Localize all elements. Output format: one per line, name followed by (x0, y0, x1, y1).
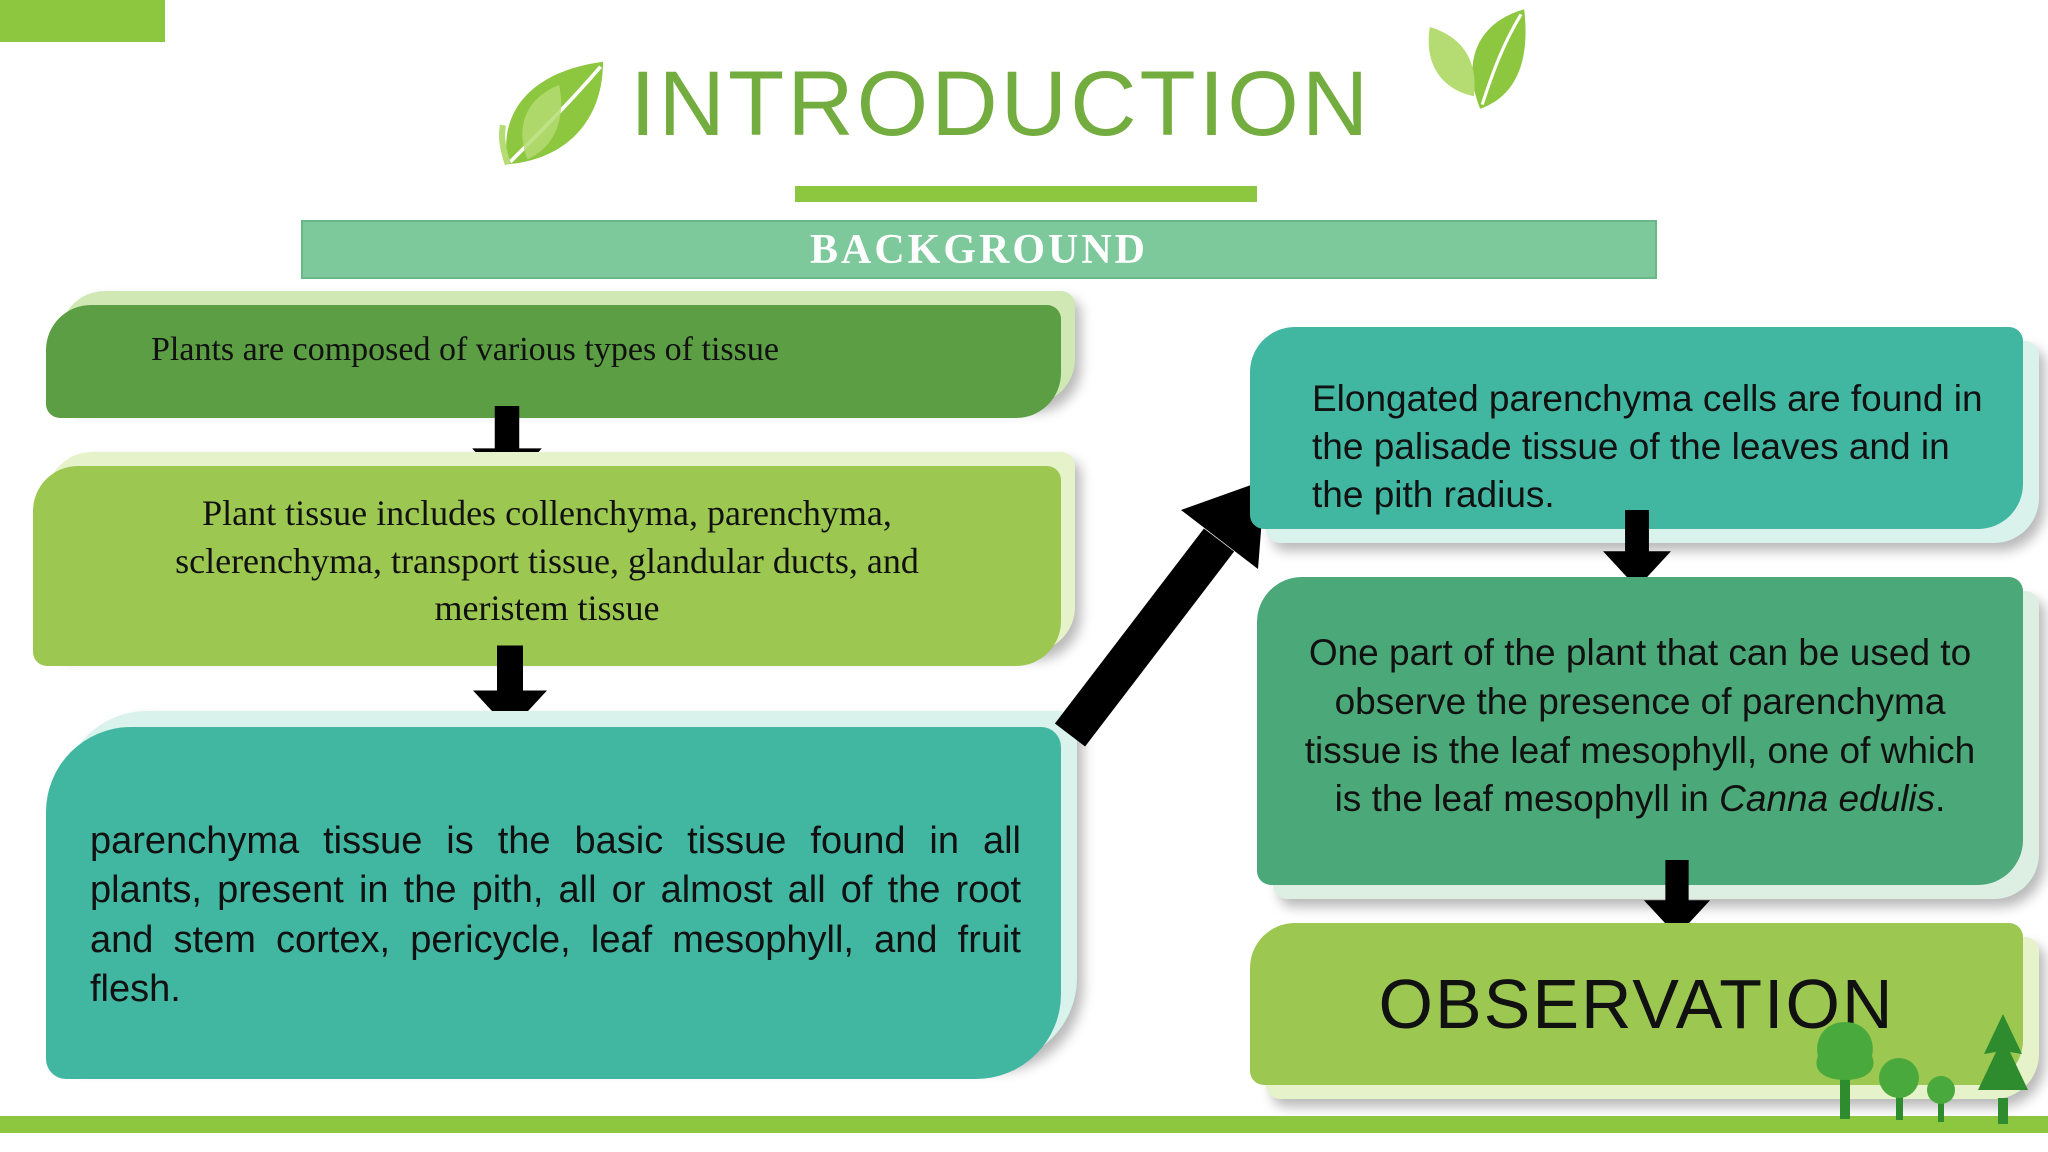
box-face: Plant tissue includes collenchyma, paren… (33, 466, 1061, 666)
flow-box-leaf-mesophyll-text: One part of the plant that can be used t… (1287, 629, 1993, 824)
page-title: INTRODUCTION (630, 53, 1372, 155)
leaf-icon (498, 61, 604, 166)
flow-box-parenchyma: parenchyma tissue is the basic tissue fo… (46, 711, 1077, 1079)
flow-box-tissue-list: Plant tissue includes collenchyma, paren… (33, 452, 1075, 666)
box-face: Plants are composed of various types of … (46, 305, 1061, 418)
flow-box-tissue-list-text: Plant tissue includes collenchyma, paren… (175, 493, 919, 629)
diagonal-arrow-icon (1054, 480, 1265, 747)
title-underline (795, 186, 1257, 202)
corner-accent-bar (0, 0, 165, 42)
flow-box-elongated-cells: Elongated parenchyma cells are found in … (1250, 327, 2039, 543)
down-arrow-icon (473, 645, 547, 731)
flow-box-elongated-cells-text: Elongated parenchyma cells are found in … (1312, 378, 1983, 516)
observation-label: OBSERVATION (1378, 965, 1895, 1043)
double-leaf-icon (1428, 9, 1526, 109)
box-face: OBSERVATION (1250, 923, 2023, 1085)
flow-box-leaf-mesophyll: One part of the plant that can be used t… (1257, 577, 2039, 899)
background-banner: BACKGROUND (301, 220, 1657, 279)
flow-box-tissue-types-text: Plants are composed of various types of … (151, 331, 779, 368)
flow-box-parenchyma-text: parenchyma tissue is the basic tissue fo… (90, 820, 1021, 1011)
text-before-italic: One part of the plant that can be used t… (1304, 632, 1976, 820)
down-arrow-icon (1603, 510, 1671, 588)
banner-label: BACKGROUND (809, 226, 1148, 273)
text-after-italic: . (1935, 778, 1946, 820)
box-face: One part of the plant that can be used t… (1257, 577, 2023, 885)
trees-icon (1816, 1014, 2028, 1124)
box-face: parenchyma tissue is the basic tissue fo… (46, 727, 1061, 1079)
observation-box: OBSERVATION (1250, 923, 2039, 1099)
species-name-italic: Canna edulis (1719, 778, 1936, 820)
down-arrow-icon (1643, 860, 1711, 936)
box-face: Elongated parenchyma cells are found in … (1250, 327, 2023, 529)
bottom-accent-bar (0, 1116, 2048, 1133)
flow-box-tissue-types: Plants are composed of various types of … (46, 291, 1075, 418)
